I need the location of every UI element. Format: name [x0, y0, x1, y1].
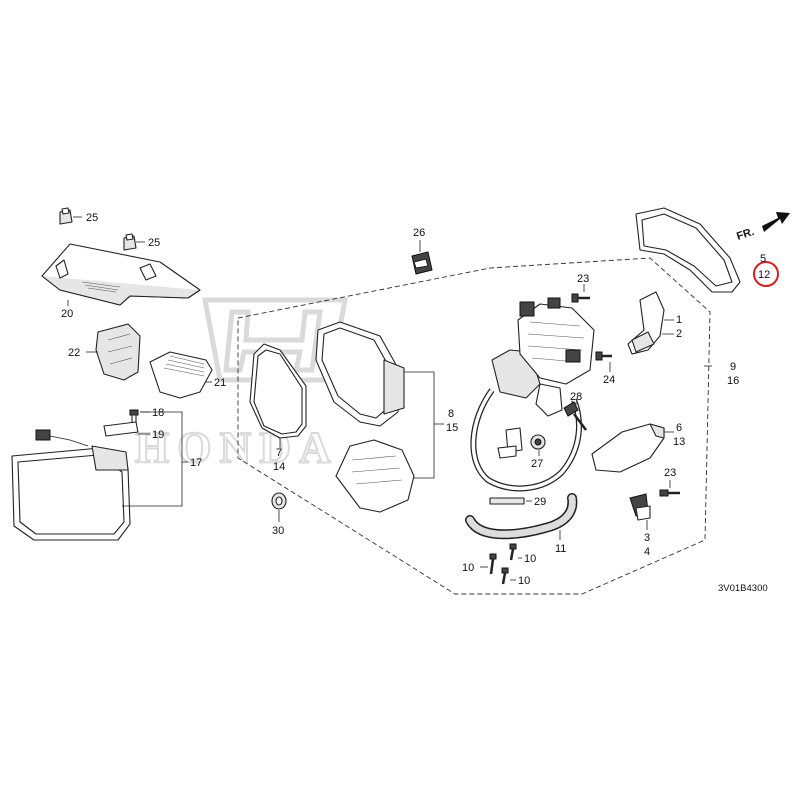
callout-24: 24 [603, 374, 615, 386]
callout-15: 15 [446, 422, 458, 434]
screw-part-10-c [501, 567, 509, 585]
callout-11: 11 [555, 543, 566, 555]
front-direction-indicator: FR. [735, 212, 790, 243]
callout-30: 30 [272, 525, 284, 537]
callout-10-bottom: 10 [518, 575, 530, 587]
wire-harness [470, 388, 582, 492]
mirror-glass-part-7 [249, 343, 307, 439]
mirror-base-bottom-part-15 [335, 439, 415, 513]
grommet-part-30 [271, 492, 287, 510]
callout-3: 3 [644, 532, 650, 544]
callout-6: 6 [676, 422, 682, 434]
mirror-motor-assembly [491, 297, 595, 417]
seal-part-29 [489, 497, 525, 505]
front-label: FR. [735, 226, 756, 243]
callout-25-mid: 25 [148, 237, 160, 249]
screw-part-28 [563, 401, 587, 431]
screw-part-10-a [509, 543, 517, 561]
callout-19: 19 [152, 429, 164, 441]
callout-4: 4 [644, 546, 650, 558]
callout-20: 20 [61, 308, 73, 320]
callout-14: 14 [273, 461, 285, 473]
callout-23-top: 23 [577, 273, 589, 285]
mirror-cap-part-5 [635, 207, 741, 293]
callout-10-right: 10 [524, 553, 536, 565]
cover-part-21 [149, 351, 213, 399]
screw-part-18 [129, 409, 139, 424]
corrugated-tube-part-11 [465, 493, 578, 540]
screw-part-23-top [571, 293, 590, 303]
clip-part-25-top [59, 207, 73, 225]
callout-18: 18 [152, 407, 164, 419]
callout-9: 9 [730, 361, 736, 373]
callout-13: 13 [673, 436, 685, 448]
watermark-text: HONDA [135, 423, 339, 472]
callout-16: 16 [727, 375, 739, 387]
mirror-housing-part-20 [41, 243, 201, 306]
bracket-part-22 [95, 323, 141, 381]
callout-29: 29 [534, 496, 546, 508]
turn-signal-part-1 [627, 291, 665, 355]
highlighted-callout-circle [753, 261, 779, 287]
callout-21: 21 [214, 377, 226, 389]
callout-8: 8 [448, 408, 454, 420]
callout-23-bottom: 23 [664, 467, 676, 479]
mirror-assembly-part-17 [11, 429, 131, 541]
callout-5: 5 [760, 253, 766, 265]
clip-part-25-mid [123, 233, 137, 251]
callout-2: 2 [676, 328, 682, 340]
callout-12: 12 [758, 269, 770, 281]
callout-26: 26 [413, 227, 425, 239]
callout-27: 27 [531, 458, 543, 470]
screw-part-10-b [489, 553, 497, 575]
callout-22: 22 [68, 347, 80, 359]
diagram-code: 3V01B4300 [718, 583, 768, 594]
front-arrow-icon [762, 212, 790, 232]
callout-17: 17 [190, 457, 202, 469]
lower-cover-part-6 [591, 423, 665, 473]
screw-part-24 [595, 351, 612, 361]
callout-7: 7 [276, 447, 282, 459]
callout-10-left: 10 [462, 562, 474, 574]
connector-part-3 [629, 493, 651, 521]
mirror-base-part-8 [315, 321, 405, 427]
callout-25-top: 25 [86, 212, 98, 224]
callout-28: 28 [570, 391, 582, 403]
clip-part-19 [103, 421, 139, 437]
screw-part-23-bottom [659, 489, 680, 497]
clip-part-27 [530, 434, 546, 450]
callout-1: 1 [676, 314, 682, 326]
clip-part-26 [411, 251, 433, 275]
